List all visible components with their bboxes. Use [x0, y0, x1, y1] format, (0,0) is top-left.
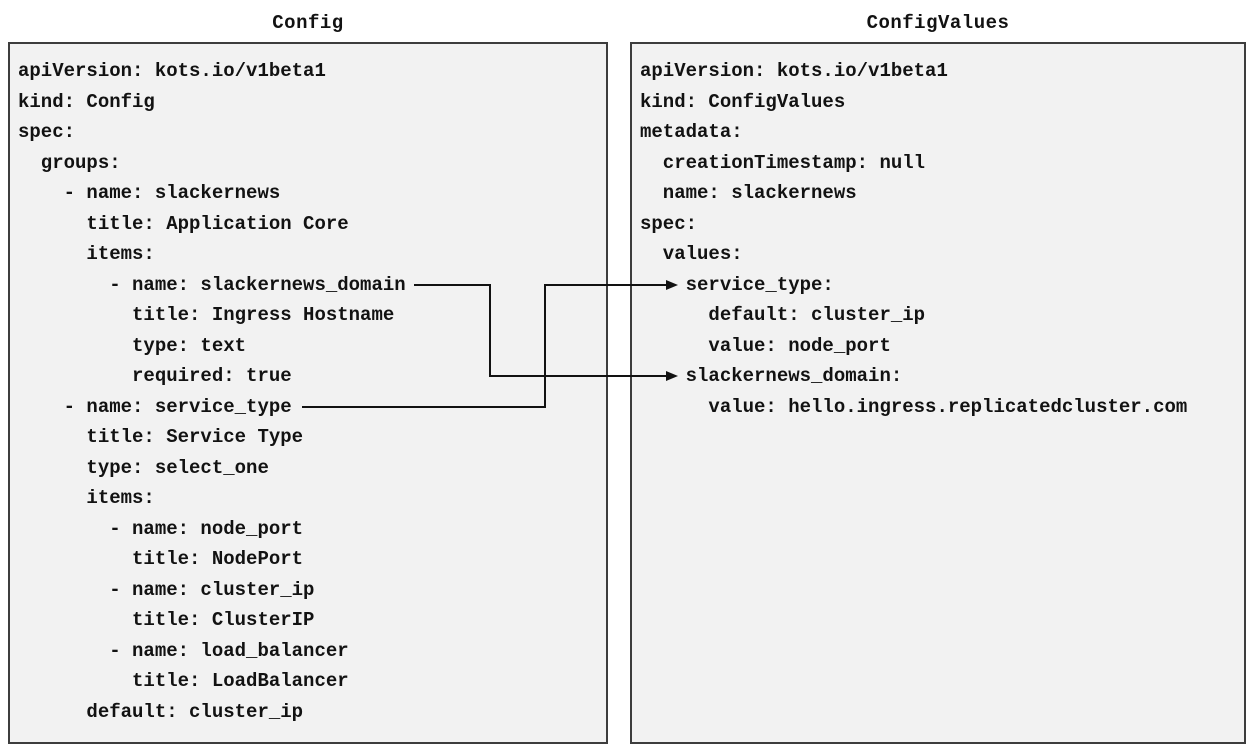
code-line: type: select_one	[18, 456, 269, 479]
config-panel: Config apiVersion: kots.io/v1beta1 kind: …	[8, 8, 608, 744]
code-line: type: text	[18, 334, 247, 357]
code-line: creationTimestamp: null	[640, 151, 926, 174]
code-line: - name: node_port	[18, 517, 304, 540]
code-line: groups:	[18, 151, 121, 174]
code-line: value: node_port	[640, 334, 891, 357]
code-line: kind: ConfigValues	[640, 90, 846, 113]
code-line: items:	[18, 487, 155, 509]
code-line: apiVersion: kots.io/v1beta1	[640, 60, 948, 82]
code-line: metadata:	[640, 121, 743, 143]
config-code-box: apiVersion: kots.io/v1beta1 kind: Config s…	[8, 42, 608, 744]
code-line: title: NodePort	[18, 548, 304, 570]
code-line: required: true	[18, 365, 292, 387]
code-line: title: ClusterIP	[18, 609, 315, 631]
code-line: service_type:	[640, 273, 834, 296]
code-line: title: Application Core	[18, 212, 349, 235]
code-line: title: Ingress Hostname	[18, 304, 395, 326]
configvalues-title: ConfigValues	[866, 12, 1010, 34]
code-line: - name: service_type	[18, 395, 292, 418]
code-line: - name: cluster_ip	[18, 578, 315, 601]
code-line: title: LoadBalancer	[18, 670, 349, 692]
code-line: default: cluster_ip	[640, 304, 926, 326]
code-line: name: slackernews	[640, 182, 857, 204]
code-line: value: hello.ingress.replicatedcluster.c…	[640, 395, 1188, 418]
code-line: values:	[640, 243, 743, 265]
configvalues-code-box: apiVersion: kots.io/v1beta1 kind: ConfigV…	[630, 42, 1246, 744]
code-line: apiVersion: kots.io/v1beta1	[18, 60, 326, 82]
code-line: spec:	[640, 212, 698, 235]
configvalues-panel: ConfigValues apiVersion: kots.io/v1beta1…	[630, 8, 1246, 744]
code-line: items:	[18, 243, 155, 265]
code-line: - name: load_balancer	[18, 639, 349, 662]
code-line: - name: slackernews_domain	[18, 273, 406, 296]
code-line: - name: slackernews	[18, 182, 281, 204]
code-line: spec:	[18, 121, 76, 143]
code-line: default: cluster_ip	[18, 700, 304, 723]
code-line: slackernews_domain:	[640, 365, 903, 387]
code-line: title: Service Type	[18, 426, 304, 448]
code-line: kind: Config	[18, 90, 155, 113]
config-title: Config	[272, 12, 344, 34]
